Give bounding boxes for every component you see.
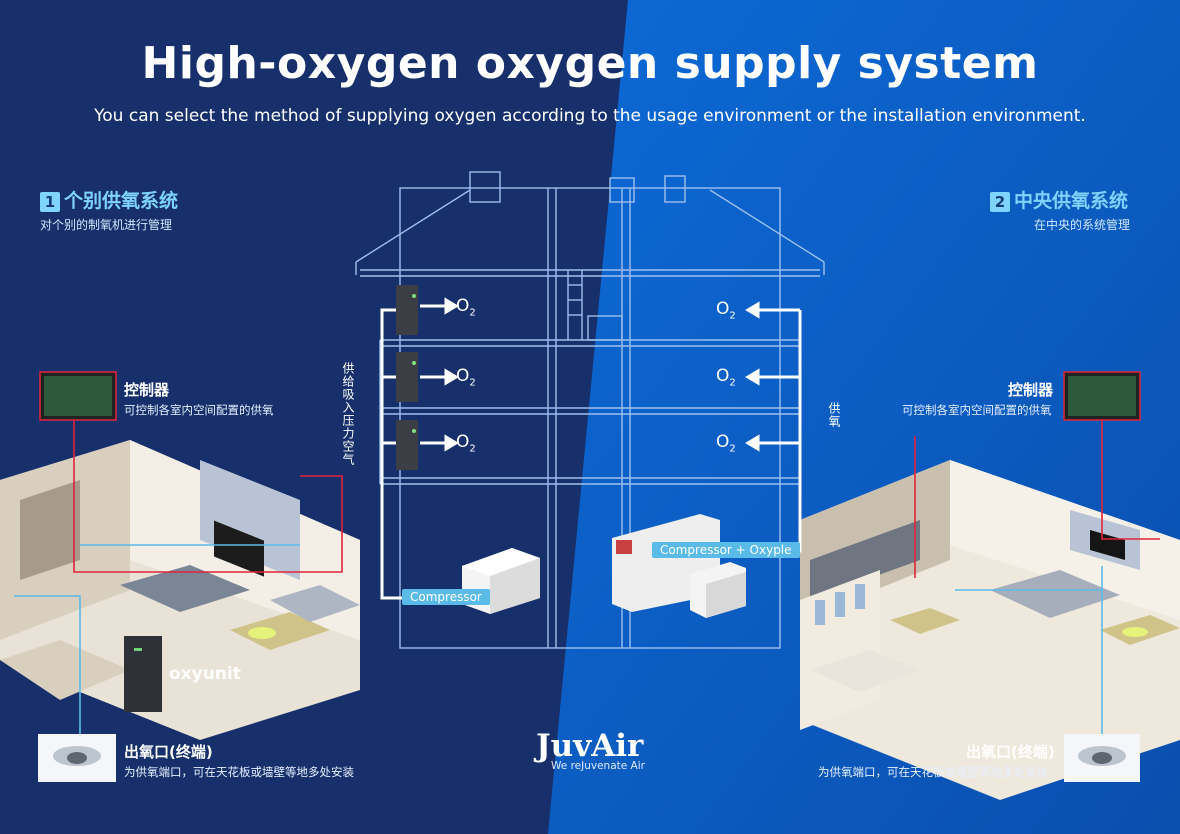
left-section-number: 1 [40, 192, 60, 212]
right-controller-title: 控制器 [1008, 381, 1054, 399]
page-title: High-oxygen oxygen supply system [141, 38, 1039, 89]
compressor-tag: Compressor [402, 589, 490, 605]
left-room [0, 440, 360, 740]
right-vertical-label: 供氧 [827, 402, 841, 428]
left-outlet-desc: 为供氧端口，可在天花板或墙壁等地多处安装 [124, 765, 354, 779]
oxyunit-label: oxyunit [169, 664, 241, 684]
oxyunit-device [124, 636, 162, 712]
o2-label-right-3: O2 [716, 432, 736, 455]
right-controller-desc: 可控制各室内空间配置的供氧 [902, 403, 1052, 417]
controller-screens [39, 371, 1141, 421]
left-controller-desc: 可控制各室内空间配置的供氧 [124, 403, 274, 417]
compressor-oxyple-tag: Compressor + Oxyple [652, 542, 800, 558]
outlet-thumbnails [38, 734, 1140, 782]
o2-label-right-1: O2 [716, 299, 736, 322]
right-room [800, 460, 1180, 800]
o2-label-right-2: O2 [716, 366, 736, 389]
left-section-desc: 对个别的制氧机进行管理 [40, 218, 173, 232]
left-controller-title: 控制器 [124, 381, 170, 399]
right-o2-arrows [745, 301, 800, 452]
o2-label-left-3: O2 [456, 432, 476, 455]
central-compressor-oxyple [612, 514, 746, 618]
left-o2-arrows [420, 297, 459, 452]
right-connectors [914, 421, 1160, 734]
left-vertical-label: 供给吸入压力空气 [341, 362, 355, 466]
right-section-number: 2 [990, 192, 1010, 212]
right-section-desc: 在中央的系统管理 [1034, 218, 1131, 232]
o2-label-left-2: O2 [456, 366, 476, 389]
right-outlet-desc: 为供氧端口，可在天花板或墙壁等地多处安装 [818, 765, 1048, 779]
left-connectors [14, 421, 343, 736]
left-outlet-title: 出氧口(终端) [124, 743, 213, 761]
page-subtitle: You can select the method of supplying o… [94, 106, 1086, 126]
building-outline [355, 171, 825, 649]
right-section-title-text: 中央供氧系统 [1014, 190, 1129, 212]
brand-logo: JuvAir [536, 728, 644, 764]
o2-label-left-1: O2 [456, 296, 476, 319]
oxyunit-wall-devices [396, 285, 418, 470]
left-section-title-text: 个别供氧系统 [64, 190, 179, 212]
brand-slogan: We reJuvenate Air [551, 760, 645, 772]
right-outlet-title: 出氧口(终端) [966, 743, 1055, 761]
